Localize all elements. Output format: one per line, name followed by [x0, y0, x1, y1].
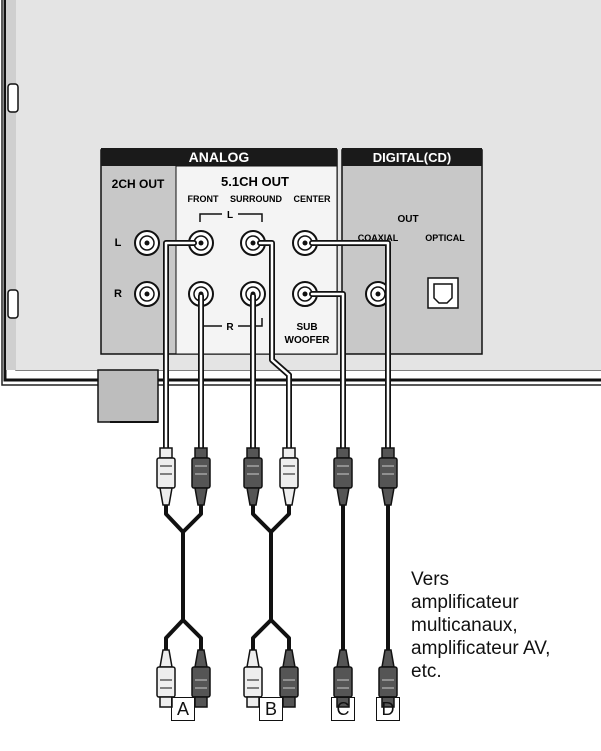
digital-header: DIGITAL(CD) — [373, 150, 451, 165]
l-bracket — [199, 213, 263, 222]
plug-d-top — [378, 447, 398, 506]
plug-b-right-top — [279, 447, 299, 506]
sub-label: SUB — [296, 322, 317, 333]
out-label: OUT — [397, 214, 418, 225]
plug-a-right-top — [191, 447, 211, 506]
cable-label-a: A — [171, 697, 195, 721]
row-l-label: L — [115, 237, 122, 249]
plug-c-top — [333, 447, 353, 506]
cable-wires — [163, 240, 391, 451]
r-bracket-label: R — [226, 322, 234, 333]
plug-b-left-top — [243, 447, 263, 506]
analog-header: ANALOG — [189, 149, 250, 165]
plug-b-right-bottom — [279, 649, 299, 708]
jack-2ch-l — [134, 230, 160, 256]
cable-label-d: D — [376, 697, 400, 721]
note-line: multicanaux, — [411, 615, 518, 636]
cable-label-b: B — [259, 697, 283, 721]
destination-note: Vers amplificateur multicanaux, amplific… — [411, 568, 601, 683]
jack-2ch-r — [134, 281, 160, 307]
front-label: FRONT — [188, 194, 219, 204]
plug-a-left-top — [156, 447, 176, 506]
plugs-bottom — [156, 649, 398, 708]
plug-a-right-bottom — [191, 649, 211, 708]
coaxial-label: COAXIAL — [358, 233, 399, 243]
device-foot — [97, 369, 159, 423]
5-1ch-out-label: 5.1CH OUT — [221, 174, 289, 189]
2ch-out-label: 2CH OUT — [112, 177, 165, 191]
l-bracket-label: L — [227, 210, 233, 221]
row-r-label: R — [114, 288, 122, 300]
note-line: Vers — [411, 569, 450, 590]
plug-d-bottom — [378, 649, 398, 708]
plugs-top — [156, 447, 398, 506]
side-notch — [7, 289, 19, 319]
plug-a-left-bottom — [156, 649, 176, 708]
cable-label-c: C — [331, 697, 355, 721]
side-notch — [7, 83, 19, 113]
digital-section: DIGITAL(CD) OUT COAXIAL OPTICAL — [341, 148, 483, 355]
center-label: CENTER — [293, 194, 331, 204]
cable-bodies — [164, 505, 390, 650]
optical-label: OPTICAL — [425, 233, 465, 243]
woofer-label: WOOFER — [285, 335, 331, 346]
plug-c-bottom — [333, 649, 353, 708]
surround-label: SURROUND — [230, 194, 283, 204]
note-line: etc. — [411, 661, 442, 682]
note-line: amplificateur — [411, 592, 519, 613]
note-line: amplificateur AV, — [411, 638, 551, 659]
plug-b-left-bottom — [243, 649, 263, 708]
rca-jacks — [134, 230, 391, 307]
